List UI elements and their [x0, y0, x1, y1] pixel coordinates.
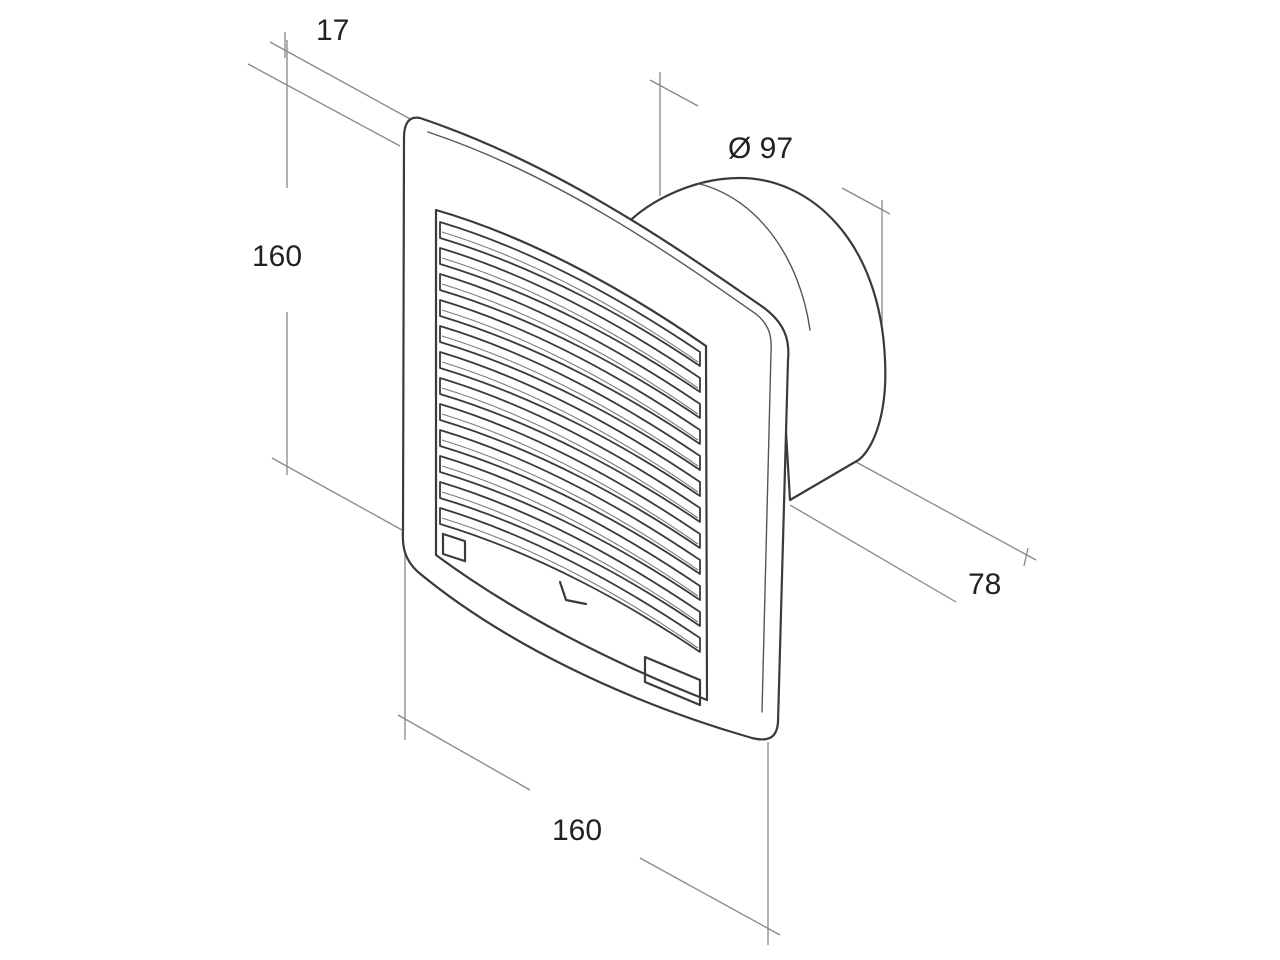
slat-clip — [558, 580, 588, 606]
depth-label: 17 — [316, 14, 349, 47]
dimension-labels: 17 160 Ø 97 78 160 — [252, 14, 1001, 847]
louvre-slats — [439, 221, 701, 653]
width-label: 160 — [552, 814, 602, 847]
duct-length-label: 78 — [968, 568, 1001, 601]
diameter-label: Ø 97 — [728, 132, 793, 165]
height-label: 160 — [252, 240, 302, 273]
